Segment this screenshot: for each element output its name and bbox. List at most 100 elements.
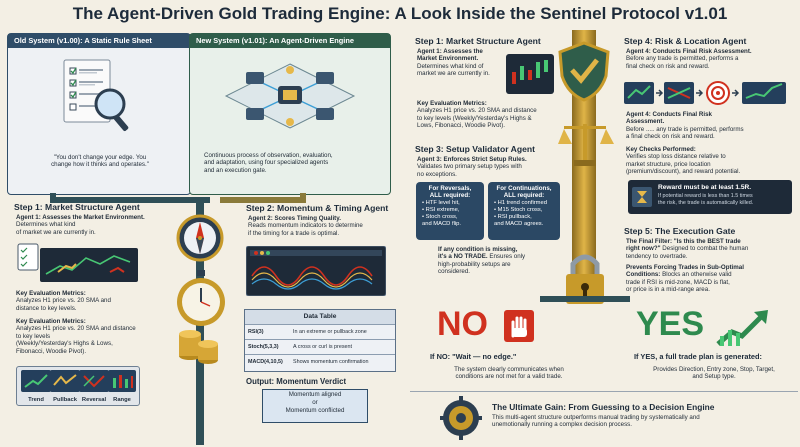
description-line: and an execution gate. bbox=[204, 166, 267, 174]
stop-hand-icon bbox=[504, 310, 534, 342]
prevent-desc: or price is in a mid-range area. bbox=[626, 286, 710, 294]
filter-desc: tendency to overtrade. bbox=[626, 252, 688, 260]
agent-desc: Determines what kind bbox=[16, 221, 76, 229]
verdict-or: or bbox=[312, 399, 318, 406]
risk-flow-icons bbox=[624, 81, 786, 105]
old-system-quote: "You don't change your edge. You change … bbox=[20, 154, 180, 169]
outcome-line: and Setup type. bbox=[692, 373, 736, 381]
candlestick-chart-icon bbox=[506, 54, 554, 94]
reward-rule-box: Reward must be at least 1.5R. If potenti… bbox=[628, 180, 792, 214]
rule-item: • RSI extreme, bbox=[422, 206, 460, 213]
prevent-label: Prevents Forcing Trades in Sub-Optimal bbox=[626, 264, 744, 271]
old-system-panel: Old System (v1.00): A Static Rule Sheet … bbox=[7, 33, 191, 195]
agent-label: Agent 1: Assesses the bbox=[417, 48, 483, 55]
quote-line: change how it thinks and operates." bbox=[51, 161, 149, 169]
up-trend-arrow-icon bbox=[716, 310, 768, 346]
left-step1-agent: Agent 1: Assesses the Market Environment… bbox=[16, 214, 166, 236]
agent-label: Agent 4: Conducts Final Risk bbox=[626, 111, 712, 118]
new-system-panel: New System (v1.01): An Agent-Driven Engi… bbox=[189, 33, 391, 195]
divider bbox=[410, 391, 798, 392]
scales-icon bbox=[558, 124, 614, 166]
market-type-trend: Trend bbox=[21, 370, 51, 403]
agent-label: Agent 3: Enforces Strict Setup Rules. bbox=[417, 156, 527, 163]
note-line: If any condition is missing, bbox=[438, 246, 518, 253]
page-title: The Agent-Driven Gold Trading Engine: A … bbox=[72, 4, 728, 23]
agent-desc: Before any trade is permitted, performs … bbox=[626, 55, 739, 63]
yes-word: YES bbox=[636, 305, 705, 343]
metrics-line: (Weekly/Yesterday's Highs & Lows, bbox=[16, 340, 113, 348]
market-type-range: Range bbox=[108, 370, 136, 403]
checks-line: market structure, price location bbox=[626, 160, 711, 168]
reward-rule-detail: If potential reward is less than 1.5 tim… bbox=[658, 193, 753, 206]
right-step1-metrics: Key Evaluation Metrics: Analyzes H1 pric… bbox=[417, 100, 567, 130]
left-step1-metrics: Key Evaluation Metrics: Analyzes H1 pric… bbox=[16, 290, 181, 312]
no-description: The system clearly communicates when con… bbox=[434, 366, 584, 381]
step3-title: Step 3: Setup Validator Agent bbox=[415, 144, 536, 154]
rule-box-title: ALL required: bbox=[503, 192, 545, 200]
shield-check-icon bbox=[558, 41, 610, 102]
note-line: Ensures only bbox=[489, 253, 526, 261]
step4-title: Step 4: Risk & Location Agent bbox=[624, 36, 747, 46]
filter-desc: Designed to combat the human bbox=[662, 245, 749, 253]
yes-heading: If YES, a full trade plan is generated: bbox=[634, 352, 763, 361]
range-bars-icon bbox=[108, 370, 136, 392]
verdict-conflicted: Momentum conflicted bbox=[285, 407, 345, 414]
gold-coins-icon bbox=[179, 330, 218, 364]
filter-label: The Final Filter: "Is this the BEST trad… bbox=[626, 238, 741, 245]
checks-line: (premium/discount), and reward potential… bbox=[626, 168, 741, 176]
note-line: high-probability setups are bbox=[438, 260, 511, 268]
gear-brain-icon bbox=[440, 396, 482, 440]
market-type-label: Reversal bbox=[81, 397, 107, 403]
market-types-strip: Trend Pullback Reversal Range bbox=[16, 366, 140, 406]
outcome-line: Provides Direction, Entry zone, Stop, Ta… bbox=[653, 366, 775, 373]
table-cell-value: In an extreme or pullback zone bbox=[293, 329, 367, 335]
momentum-monitor-icon bbox=[246, 246, 386, 296]
agent-network-icon bbox=[224, 63, 356, 129]
yes-description: Provides Direction, Entry zone, Stop, Ta… bbox=[630, 366, 798, 381]
market-type-label: Trend bbox=[28, 397, 44, 403]
metrics-line: Analyzes H1 price vs. 20 SMA and bbox=[16, 297, 111, 305]
rule-box-title: For Continuations, bbox=[496, 185, 552, 192]
rule-item: • RSI pullback, bbox=[494, 213, 532, 220]
market-type-label: Pullback bbox=[53, 397, 77, 403]
step4-agent-repeat: Agent 4: Conducts Final Risk Assessment.… bbox=[626, 111, 796, 141]
market-type-label: Range bbox=[113, 397, 131, 403]
rule-item: • Stoch cross, bbox=[422, 213, 458, 220]
agent-desc: final check on risk and reward. bbox=[626, 62, 710, 70]
no-heading: If NO: "Wait — no edge." bbox=[430, 352, 517, 361]
agent-label: Agent 4: Conducts Final Risk Assessment. bbox=[626, 48, 752, 55]
old-system-header: Old System (v1.00): A Static Rule Sheet bbox=[8, 34, 190, 48]
outcome-line: The system clearly communicates when bbox=[454, 366, 564, 373]
metrics-title: Key Evaluation Metrics: bbox=[16, 290, 86, 297]
step4-checks: Key Checks Performed: Verifies stop loss… bbox=[626, 146, 796, 176]
prevent-label: Conditions: bbox=[626, 271, 661, 279]
ultimate-description: This multi-agent structure outperforms m… bbox=[492, 414, 792, 429]
step3-agent: Agent 3: Enforces Strict Setup Rules. Va… bbox=[417, 156, 567, 178]
new-system-description: Continuous process of observation, evalu… bbox=[204, 152, 374, 174]
hourglass-icon bbox=[632, 187, 652, 207]
table-row: RSI(3) In an extreme or pullback zone bbox=[245, 324, 395, 340]
metrics-line: Analyzes H1 price vs. 20 SMA and distanc… bbox=[417, 107, 537, 115]
data-table: Data Table RSI(3) In an extreme or pullb… bbox=[244, 309, 396, 372]
rule-sheet-magnifier-icon bbox=[63, 59, 129, 132]
agent-label: Market Environment. bbox=[83, 214, 145, 221]
table-row: MACD(4,10,5) Shows momentum confirmation bbox=[245, 354, 395, 370]
risk-flow-strip bbox=[624, 78, 792, 108]
no-word: NO bbox=[437, 305, 488, 343]
rule-item: • HTF level hit, bbox=[422, 199, 460, 206]
agent-desc: Reads momentum indicators to determine bbox=[248, 222, 363, 230]
reward-rule-line: the risk, the trade is automatically kil… bbox=[658, 199, 754, 206]
left-step1-title: Step 1: Market Structure Agent bbox=[14, 202, 140, 212]
note-line: considered. bbox=[438, 268, 470, 276]
table-row: Stoch(5,3,3) A cross or curl is present bbox=[245, 339, 395, 355]
agent-desc: market we are currently in. bbox=[417, 70, 490, 78]
metrics-title: Key Evaluation Metrics: bbox=[417, 100, 487, 107]
new-system-header: New System (v1.01): An Agent-Driven Engi… bbox=[190, 34, 390, 48]
checks-title: Key Checks Performed: bbox=[626, 146, 696, 153]
prevent-desc: trade if RSI is mid-zone, MACD is flat, bbox=[626, 278, 730, 286]
checklist-icon bbox=[17, 243, 39, 271]
output-title: Output: Momentum Verdict bbox=[246, 377, 347, 386]
continuation-rules-box: For Continuations, ALL required: • H1 tr… bbox=[488, 182, 560, 240]
ultimate-line: This multi-agent structure outperforms m… bbox=[492, 414, 700, 421]
agent-label: Market Environment. bbox=[417, 55, 479, 63]
